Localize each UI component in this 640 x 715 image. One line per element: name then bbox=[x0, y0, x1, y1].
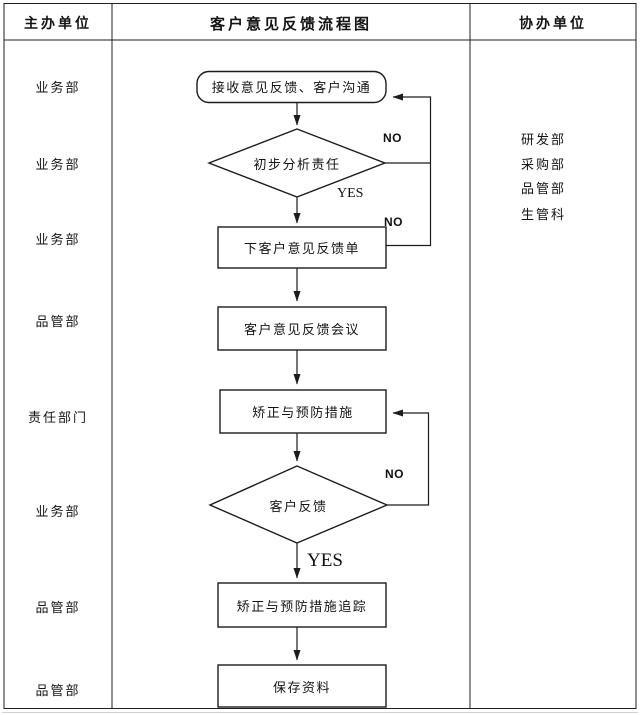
yes-label-2: YES bbox=[307, 550, 343, 571]
step-archive-data-box bbox=[217, 664, 387, 708]
step-archive-data-label: 保存资料 bbox=[272, 680, 331, 696]
table-outer-border bbox=[3, 2, 637, 710]
step-measures-tracking-label: 矫正与预防措施追踪 bbox=[236, 599, 368, 615]
no-loop-line-1 bbox=[386, 93, 432, 247]
no-loop-line-2 bbox=[387, 409, 430, 506]
host-unit-label-3: 业务部 bbox=[35, 233, 81, 248]
host-unit-label-1: 业务部 bbox=[35, 81, 81, 96]
host-unit-label-2: 业务部 bbox=[35, 158, 81, 173]
yes-label-1: YES bbox=[337, 186, 364, 201]
co-unit-label-2: 采购部 bbox=[521, 158, 567, 173]
no-label-2: NO bbox=[384, 215, 403, 229]
step-issue-feedback-form-box bbox=[217, 226, 387, 269]
flowchart-title: 客户意见反馈流程图 bbox=[209, 15, 372, 33]
co-unit-label-3: 品管部 bbox=[521, 182, 567, 197]
header-cell-co-unit: 协办单位 bbox=[519, 16, 587, 32]
step-issue-feedback-form-label: 下客户意见反馈单 bbox=[243, 242, 360, 257]
step-feedback-meeting-box bbox=[217, 306, 387, 351]
host-unit-label-7: 品管部 bbox=[35, 601, 81, 616]
flow-start-label: 接收意见反馈、客户沟通 bbox=[211, 81, 372, 96]
no-label-3: NO bbox=[385, 467, 404, 481]
terminator-receive-feedback bbox=[196, 70, 387, 104]
co-unit-label-1: 研发部 bbox=[521, 133, 567, 148]
host-unit-label-5: 责任部门 bbox=[27, 411, 88, 426]
host-unit-label-4: 品管部 bbox=[35, 315, 81, 330]
step-corrective-measures-label: 矫正与预防措施 bbox=[252, 406, 354, 421]
co-unit-label-4: 生管科 bbox=[521, 208, 567, 223]
host-unit-label-8: 品管部 bbox=[35, 684, 81, 699]
step-feedback-meeting-label: 客户意见反馈会议 bbox=[243, 323, 360, 338]
decision2-label: 客户反馈 bbox=[269, 499, 328, 515]
decision1-label: 初步分析责任 bbox=[253, 157, 341, 173]
step-corrective-measures-box bbox=[219, 389, 387, 434]
host-unit-label-6: 业务部 bbox=[35, 505, 81, 520]
step-measures-tracking-box bbox=[217, 582, 387, 628]
header-cell-host-unit: 主办单位 bbox=[24, 16, 92, 32]
no-label-1: NO bbox=[383, 131, 402, 145]
